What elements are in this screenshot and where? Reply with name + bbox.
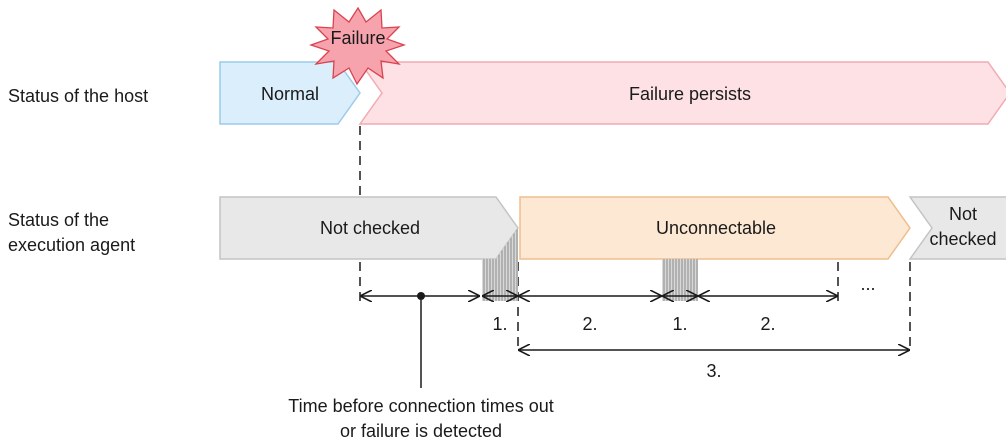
failure-burst-label: Failure	[330, 28, 385, 48]
agent-state-not-checked-end-shape	[908, 196, 1006, 260]
transition-hatch-area	[482, 228, 518, 262]
failure-burst-icon	[308, 6, 407, 86]
continuation-ellipsis: ...	[860, 274, 875, 294]
host-state-normal-label: Normal	[261, 84, 319, 104]
host-state-failure-shape	[358, 61, 1006, 125]
check-period-hatch-1	[482, 259, 518, 301]
interval-label-2a: 2.	[582, 314, 597, 334]
interval-label-1a: 1.	[492, 314, 507, 334]
agent-state-not-checked-end-label-2: checked	[929, 229, 996, 249]
timeout-interval-marker	[417, 292, 425, 300]
interval-label-3: 3.	[706, 361, 721, 381]
check-period-hatch-2	[662, 259, 698, 301]
agent-state-not-checked-label: Not checked	[320, 218, 420, 238]
callout-text-line2: or failure is detected	[340, 421, 502, 441]
agent-state-not-checked-end-label-1: Not	[949, 204, 977, 224]
interval-label-2b: 2.	[760, 314, 775, 334]
row-label-agent-line1: Status of the	[8, 210, 110, 230]
interval-label-1b: 1.	[672, 314, 687, 334]
agent-state-unconnectable-label: Unconnectable	[656, 218, 776, 238]
agent-state-unconnectable-shape	[519, 196, 911, 260]
row-label-agent-line2: execution agent	[8, 235, 136, 255]
callout-text-line1: Time before connection times out	[288, 396, 553, 416]
host-state-failure-label: Failure persists	[629, 84, 751, 104]
row-label-host: Status of the host	[8, 86, 149, 106]
